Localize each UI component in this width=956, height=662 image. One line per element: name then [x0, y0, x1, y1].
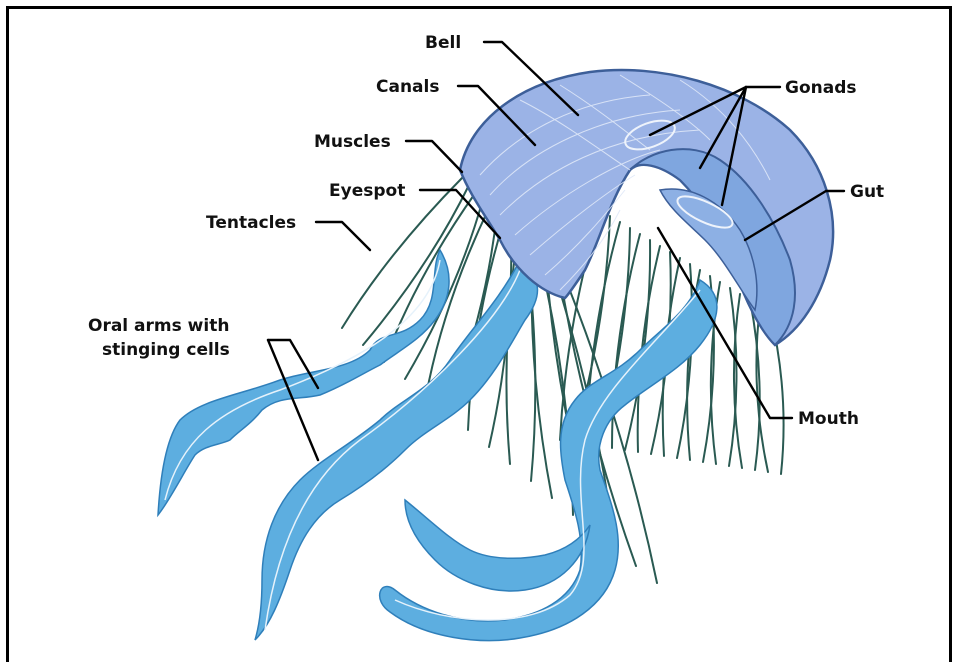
label-muscles: Muscles — [314, 132, 391, 152]
label-tentacles: Tentacles — [206, 213, 296, 233]
tentacle-strand — [612, 234, 640, 448]
label-gut: Gut — [850, 182, 884, 202]
label-oral-arms-line1: Oral arms with — [88, 316, 229, 336]
oral-arms — [158, 250, 717, 641]
tentacle-strand — [729, 288, 737, 466]
label-bell: Bell — [425, 33, 461, 53]
label-canals: Canals — [376, 77, 439, 97]
oral-arm-lower — [405, 500, 590, 591]
label-eyespot: Eyespot — [329, 181, 405, 201]
label-oral-arms-line2: stinging cells — [102, 340, 230, 360]
label-mouth: Mouth — [798, 409, 859, 429]
tentacle-strand — [363, 185, 469, 345]
tentacle-strand — [734, 294, 742, 468]
label-gonads: Gonads — [785, 78, 857, 98]
